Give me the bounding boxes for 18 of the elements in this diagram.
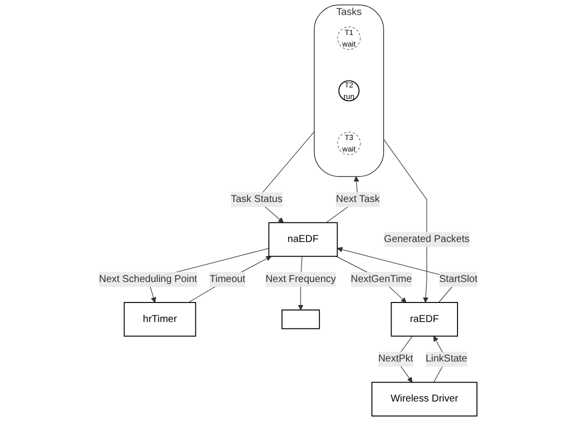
arrow (188, 256, 272, 303)
edge-label: NextPkt (378, 354, 413, 364)
edge-label: Task Status (230, 194, 282, 205)
node-box: raEDF (390, 302, 458, 337)
edge-label: Next Task (336, 194, 380, 205)
edge-label: Timeout (209, 274, 246, 284)
edge-label: Next Frequency (265, 274, 336, 284)
edge-label: Next Scheduling Point (98, 274, 197, 284)
edge-label: StartSlot (438, 274, 478, 284)
node-box: Wireless Driver (371, 382, 478, 416)
node-box: naEDF (268, 222, 338, 257)
edge-label: LinkState (425, 354, 467, 364)
edge-label: Generated Packets (384, 234, 470, 244)
arrow (147, 248, 269, 303)
node-box (281, 310, 320, 330)
edge-label: NextGenTime (350, 274, 412, 284)
node-box: hrTimer (124, 302, 196, 337)
arrow (383, 139, 428, 303)
